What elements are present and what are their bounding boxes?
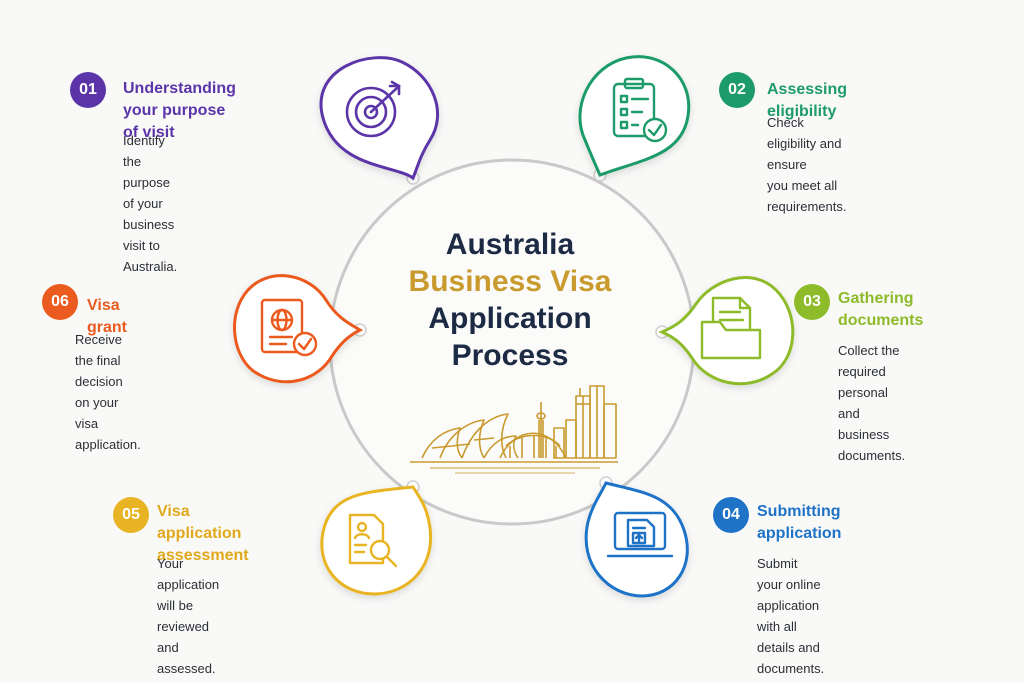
step-title-06: Visa grant (87, 295, 127, 339)
step-desc-04-line-1: Submit your online (757, 556, 821, 592)
step-title-03-line-1: Gathering (838, 290, 914, 307)
passport-approved-icon (260, 298, 318, 357)
step-desc-02-line-2: you meet all requirements. (767, 178, 847, 214)
step-desc-01: Identify the purpose of your business vi… (123, 130, 177, 277)
folder-documents-icon (700, 296, 762, 360)
step-desc-01-line-1: Identify the purpose of your (123, 133, 170, 211)
step-title-03: Gathering documents (838, 288, 923, 332)
step-title-04-line-2: application (757, 525, 842, 542)
step-desc-02: Check eligibility and ensure you meet al… (767, 112, 846, 217)
sydney-skyline-illustration (410, 385, 618, 474)
step-desc-05: Your application will be reviewed and as… (157, 553, 219, 679)
step-desc-05-line-1: Your application will be (157, 556, 220, 613)
step-title-01-line-2: your purpose of visit (123, 102, 226, 141)
step-desc-03-line-1: Collect the required (838, 343, 900, 379)
pin-step-02 (578, 55, 691, 177)
step-title-05-line-1: Visa application (157, 503, 242, 542)
step-badge-01: 01 (70, 72, 106, 108)
title-line-1: Australia (445, 228, 575, 261)
step-desc-04: Submit your online application with all … (757, 553, 824, 679)
step-title-02-line-1: Assessing eligibility (767, 81, 848, 120)
laptop-upload-icon (606, 511, 674, 558)
step-desc-03-line-3: documents. (838, 448, 906, 463)
step-badge-05: 05 (113, 497, 149, 533)
page-title: Australia Business Visa Application Proc… (372, 226, 648, 374)
pin-step-05 (320, 485, 433, 596)
step-title-05: Visa application assessment (157, 501, 249, 567)
step-title-05-line-2: assessment (157, 547, 249, 564)
step-desc-04-line-3: details and documents. (757, 640, 825, 676)
step-badge-04: 04 (713, 497, 749, 533)
step-desc-01-line-2: business visit to Australia. (123, 217, 178, 274)
step-title-01: Understanding your purpose of visit (123, 78, 236, 144)
step-title-03-line-2: documents (838, 312, 924, 329)
step-title-02: Assessing eligibility (767, 79, 847, 123)
step-desc-06-line-2: on your visa application. (75, 395, 141, 452)
step-badge-02: 02 (719, 72, 755, 108)
step-title-01-line-1: Understanding (123, 80, 236, 97)
pin-step-06 (233, 274, 364, 384)
step-desc-05-line-2: reviewed and assessed. (157, 619, 216, 676)
step-badge-03: 03 (794, 284, 830, 320)
checklist-clipboard-icon (612, 77, 668, 143)
title-line-2: Business Visa (408, 265, 612, 298)
step-title-06-line-1: Visa grant (87, 297, 127, 336)
step-title-04-line-1: Submitting (757, 503, 841, 520)
step-desc-06-line-1: Receive the final decision (75, 332, 123, 389)
step-desc-04-line-2: application with all (757, 598, 820, 634)
step-desc-03-line-2: personal and business (838, 385, 890, 442)
title-line-3: Application (428, 302, 592, 335)
title-line-4: Process (451, 339, 569, 372)
target-icon (345, 80, 401, 138)
pin-step-01 (319, 56, 440, 181)
step-badge-06: 06 (42, 284, 78, 320)
step-title-04: Submitting application (757, 501, 841, 545)
step-desc-02-line-1: Check eligibility and ensure (767, 115, 842, 172)
step-desc-03: Collect the required personal and busine… (838, 340, 905, 466)
document-search-icon (348, 513, 398, 568)
step-desc-06: Receive the final decision on your visa … (75, 329, 141, 455)
